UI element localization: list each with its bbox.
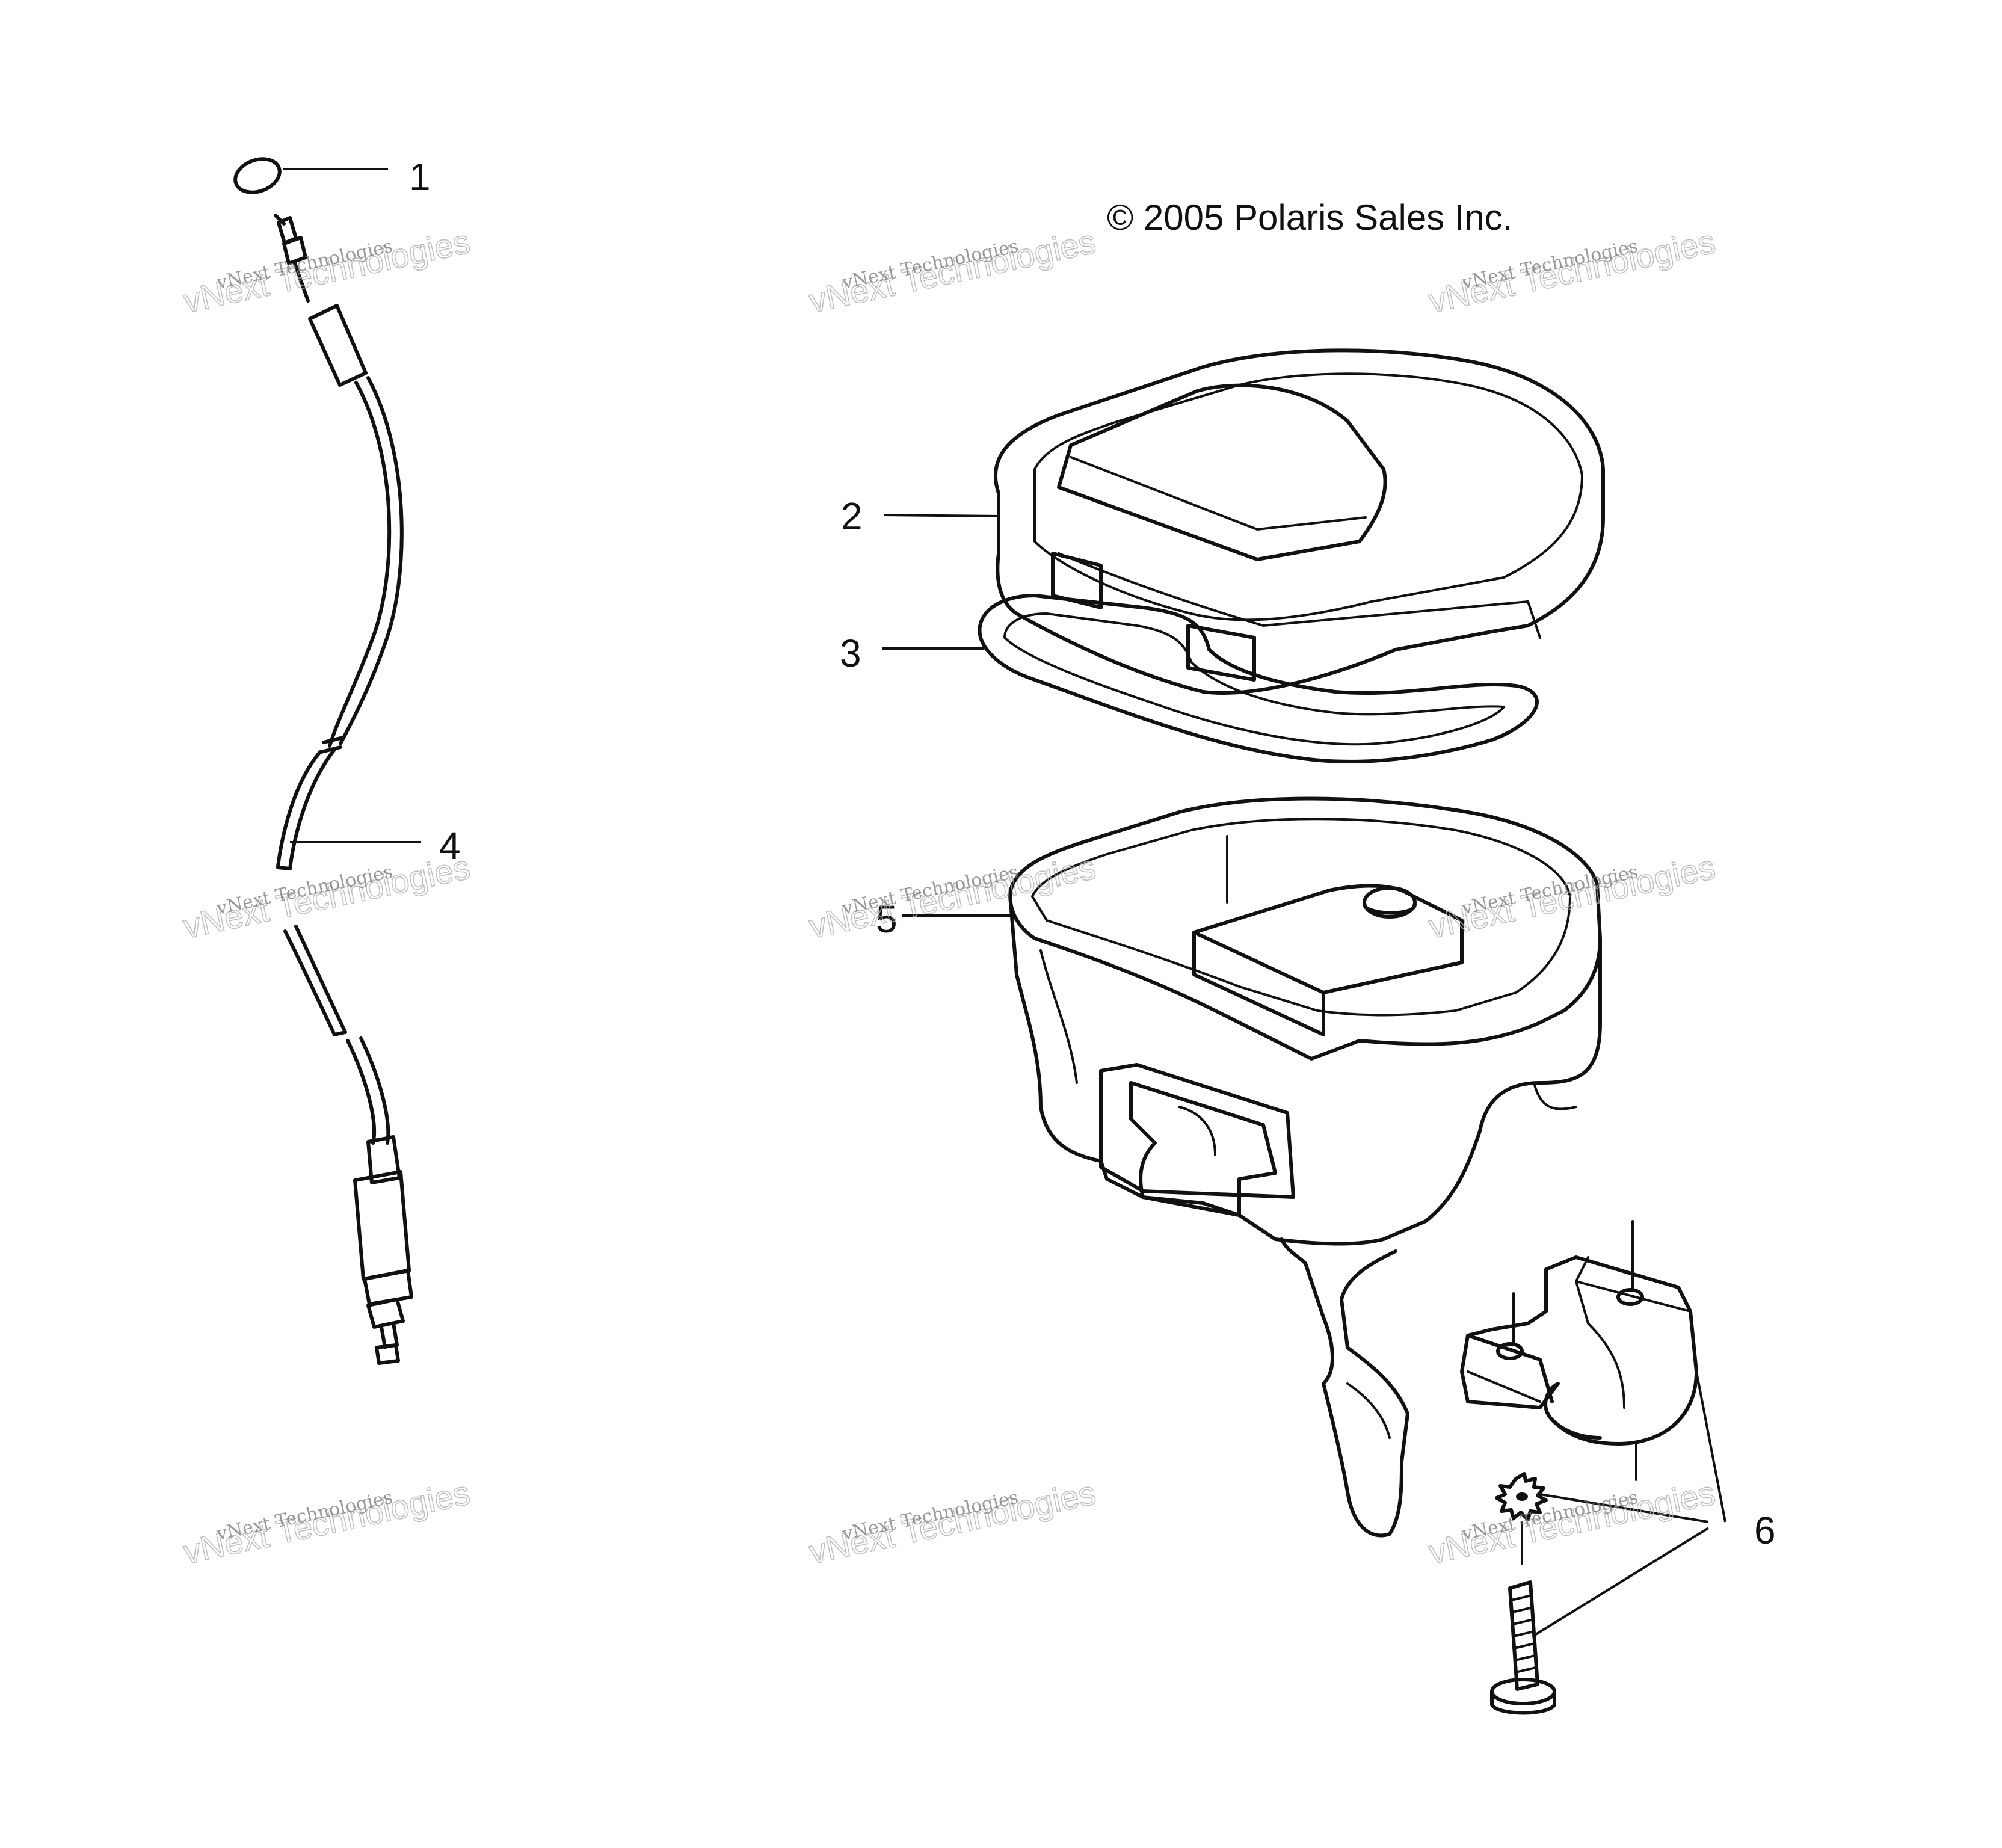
copyright-text: © 2005 Polaris Sales Inc. [1107, 197, 1513, 238]
watermark-tl: vNext Technologies vNext Technologies [180, 222, 474, 321]
watermark-ml: vNext Technologies vNext Technologies [180, 848, 474, 946]
callout-2: 2 [841, 494, 863, 538]
leader-2 [884, 514, 999, 517]
callout-5: 5 [876, 898, 898, 941]
watermark-mr: vNext Technologies vNext Technologies [1425, 848, 1719, 946]
callout-1: 1 [409, 155, 431, 199]
leader-6c [1532, 1527, 1710, 1637]
part-3-gasket [978, 594, 1539, 763]
callout-3: 3 [840, 632, 861, 675]
watermark-mc: vNext Technologies vNext Technologies [805, 848, 1100, 946]
callout-4: 4 [439, 824, 461, 867]
lock-washer [1495, 1472, 1548, 1521]
callout-6: 6 [1754, 1509, 1776, 1552]
watermark-bl: vNext Technologies vNext Technologies [180, 1473, 474, 1572]
part-2-housing-cover [994, 348, 1605, 695]
part-1-o-ring [233, 157, 282, 194]
part-4-throttle-cable [274, 214, 413, 1365]
watermark-tc: vNext Technologies vNext Technologies [805, 222, 1100, 321]
watermark-br: vNext Technologies vNext Technologies [1425, 1473, 1719, 1572]
screw [1490, 1580, 1556, 1715]
part-6-clamp-set [1460, 1220, 1698, 1715]
leader-6a [1695, 1371, 1726, 1523]
part-5-throttle-housing [1008, 796, 1602, 1538]
watermark-bc: vNext Technologies vNext Technologies [805, 1473, 1100, 1572]
leader-6b [1539, 1493, 1709, 1523]
